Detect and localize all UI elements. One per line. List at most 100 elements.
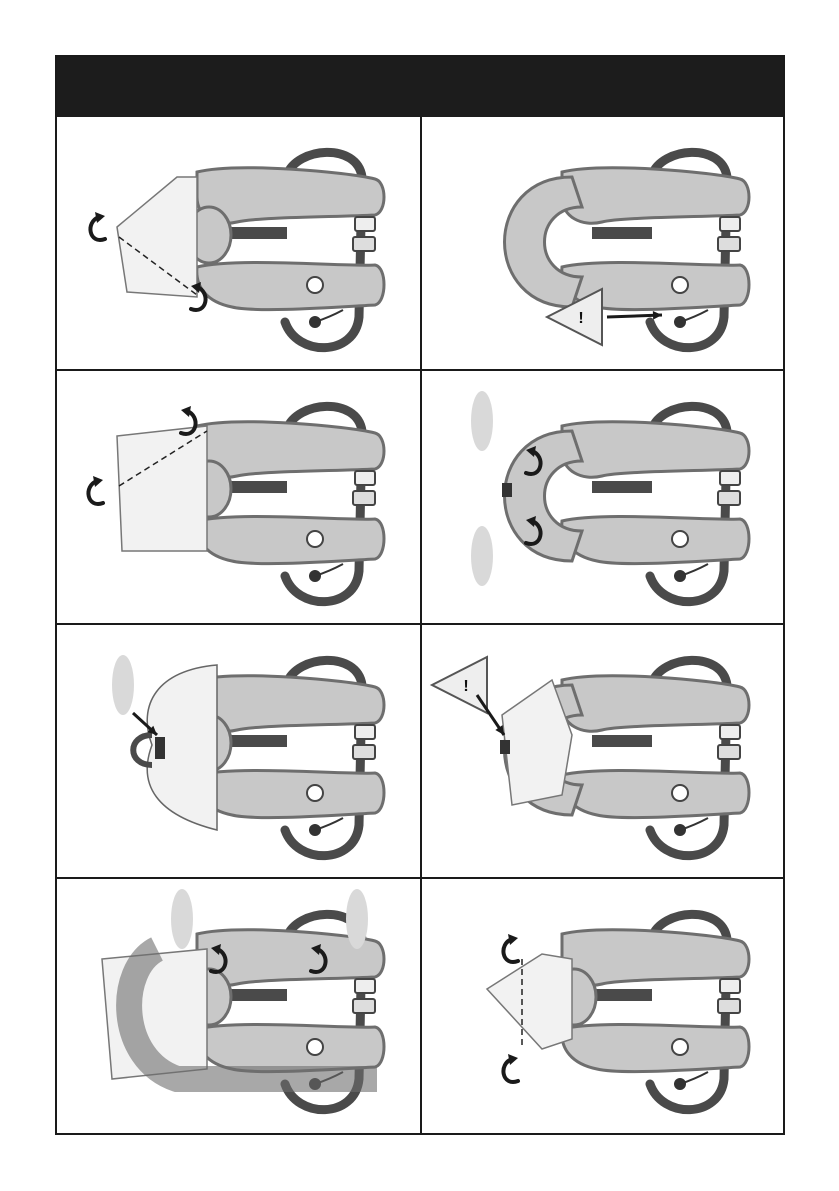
belt-strap bbox=[227, 481, 287, 493]
panel-illustration bbox=[57, 371, 421, 625]
vest-lower-chamber bbox=[197, 770, 384, 817]
oral-valve-icon bbox=[307, 277, 323, 293]
lanyard-line bbox=[680, 564, 708, 576]
vest-lower-chamber bbox=[562, 770, 749, 817]
buckle-icon bbox=[355, 725, 375, 739]
buckle-icon bbox=[720, 725, 740, 739]
oral-valve-icon bbox=[672, 277, 688, 293]
belt-strap bbox=[227, 735, 287, 747]
buckle-icon bbox=[720, 979, 740, 993]
arrowhead bbox=[181, 406, 191, 417]
panel-8 bbox=[422, 879, 786, 1133]
buckle-icon bbox=[355, 979, 375, 993]
buckle-icon bbox=[720, 217, 740, 231]
instruction-grid: ! ! bbox=[57, 117, 783, 1133]
illustration-group bbox=[88, 406, 384, 602]
velcro-tab bbox=[155, 737, 165, 759]
cover-flap bbox=[487, 954, 572, 1049]
lanyard-line bbox=[315, 564, 343, 576]
buckle-icon bbox=[718, 999, 740, 1013]
arrowhead bbox=[508, 934, 518, 945]
buckle-icon bbox=[718, 491, 740, 505]
hand-hint-shape bbox=[171, 889, 193, 949]
panel-illustration bbox=[57, 117, 421, 371]
panel-illustration bbox=[57, 879, 421, 1133]
grid-divider bbox=[57, 877, 783, 879]
oral-valve-icon bbox=[672, 531, 688, 547]
panel-3 bbox=[57, 371, 421, 625]
panel-1 bbox=[57, 117, 421, 371]
illustration-group bbox=[112, 655, 384, 856]
lanyard-line bbox=[315, 310, 343, 322]
grid-divider bbox=[57, 623, 783, 625]
belt-strap bbox=[592, 989, 652, 1001]
illustration-group bbox=[471, 391, 749, 602]
oral-valve-icon bbox=[307, 785, 323, 801]
belt-strap bbox=[227, 227, 287, 239]
panel-4 bbox=[422, 371, 786, 625]
panel-illustration bbox=[422, 371, 786, 625]
lanyard-line bbox=[680, 1072, 708, 1084]
warning-symbol: ! bbox=[578, 310, 583, 327]
arrowhead bbox=[653, 311, 662, 320]
panel-6: ! bbox=[422, 625, 786, 879]
header-bar bbox=[57, 57, 783, 117]
hand-hint-shape bbox=[471, 391, 493, 451]
velcro-tab bbox=[502, 483, 512, 497]
vest-upper-chamber bbox=[562, 168, 749, 223]
belt-strap bbox=[592, 735, 652, 747]
vest-collar bbox=[505, 431, 583, 561]
panel-2: ! bbox=[422, 117, 786, 371]
panel-7 bbox=[57, 879, 421, 1133]
buckle-icon bbox=[353, 999, 375, 1013]
vest-collar bbox=[505, 177, 583, 307]
panel-illustration bbox=[422, 879, 786, 1133]
vest-upper-chamber bbox=[562, 422, 749, 477]
belt-strap bbox=[227, 989, 287, 1001]
vest-lower-chamber bbox=[197, 262, 384, 309]
oral-valve-icon bbox=[672, 1039, 688, 1055]
velcro-tab bbox=[500, 740, 510, 754]
hand-hint-shape bbox=[471, 526, 493, 586]
oral-valve-icon bbox=[307, 1039, 323, 1055]
belt-strap bbox=[592, 481, 652, 493]
grid-divider-vertical bbox=[420, 117, 422, 1133]
hand-hint-shape bbox=[112, 655, 134, 715]
illustration-group: ! bbox=[505, 152, 750, 347]
panel-illustration: ! bbox=[422, 117, 786, 371]
buckle-icon bbox=[355, 217, 375, 231]
buckle-icon bbox=[353, 745, 375, 759]
grid-divider bbox=[57, 369, 783, 371]
buckle-icon bbox=[353, 237, 375, 251]
buckle-icon bbox=[718, 745, 740, 759]
illustration-group bbox=[90, 152, 384, 347]
lanyard-line bbox=[315, 818, 343, 830]
lanyard-line bbox=[680, 310, 708, 322]
illustration-group bbox=[487, 914, 749, 1109]
arrowhead bbox=[508, 1054, 518, 1065]
arrowhead bbox=[95, 212, 105, 223]
cover-flap bbox=[117, 177, 197, 297]
illustration-group bbox=[102, 889, 384, 1110]
hand-hint-shape bbox=[346, 889, 368, 949]
warning-symbol: ! bbox=[463, 678, 468, 695]
belt-strap bbox=[592, 227, 652, 239]
instruction-sheet: ! ! bbox=[55, 55, 785, 1135]
panel-illustration: ! bbox=[422, 625, 786, 879]
panel-illustration bbox=[57, 625, 421, 879]
cover-flap bbox=[117, 426, 207, 551]
illustration-group: ! bbox=[432, 657, 749, 856]
buckle-icon bbox=[353, 491, 375, 505]
oral-valve-icon bbox=[672, 785, 688, 801]
vest-lower-chamber bbox=[197, 516, 384, 563]
vest-lower-chamber bbox=[197, 1024, 384, 1071]
lanyard-line bbox=[680, 818, 708, 830]
vest-lower-chamber bbox=[562, 516, 749, 563]
buckle-icon bbox=[718, 237, 740, 251]
oral-valve-icon bbox=[307, 531, 323, 547]
vest-lower-chamber bbox=[562, 1024, 749, 1071]
warning-icon bbox=[432, 657, 487, 713]
buckle-icon bbox=[720, 471, 740, 485]
buckle-icon bbox=[355, 471, 375, 485]
arrowhead bbox=[93, 476, 103, 487]
